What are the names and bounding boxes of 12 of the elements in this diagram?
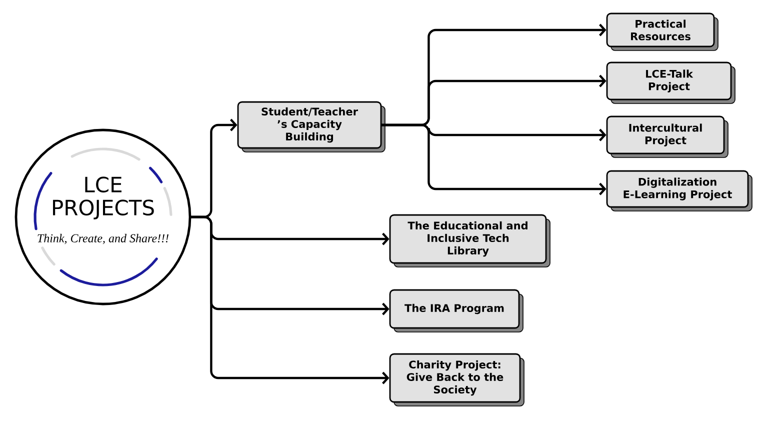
- arrow: [190, 216, 390, 384]
- title: LCE PROJECTS: [53, 176, 154, 220]
- rounded-box: Intercultural Project: [606, 116, 728, 158]
- rounded-box: Student/Teacher ’s Capacity Building: [237, 101, 386, 152]
- rounded-box: Charity Project: Give Back to the Society: [389, 353, 524, 406]
- arrow: [380, 124, 606, 196]
- rounded-box: LCE-Talk Project: [606, 62, 736, 104]
- rounded-box: The IRA Program: [389, 289, 524, 332]
- tagline: Think, Create, and Share!!!: [38, 234, 169, 244]
- rounded-box: Practical Resources: [606, 12, 718, 51]
- rounded-box: Digitalization E-Learning Project: [606, 170, 752, 212]
- rounded-box: The Educational and Inclusive Tech Library: [389, 214, 550, 268]
